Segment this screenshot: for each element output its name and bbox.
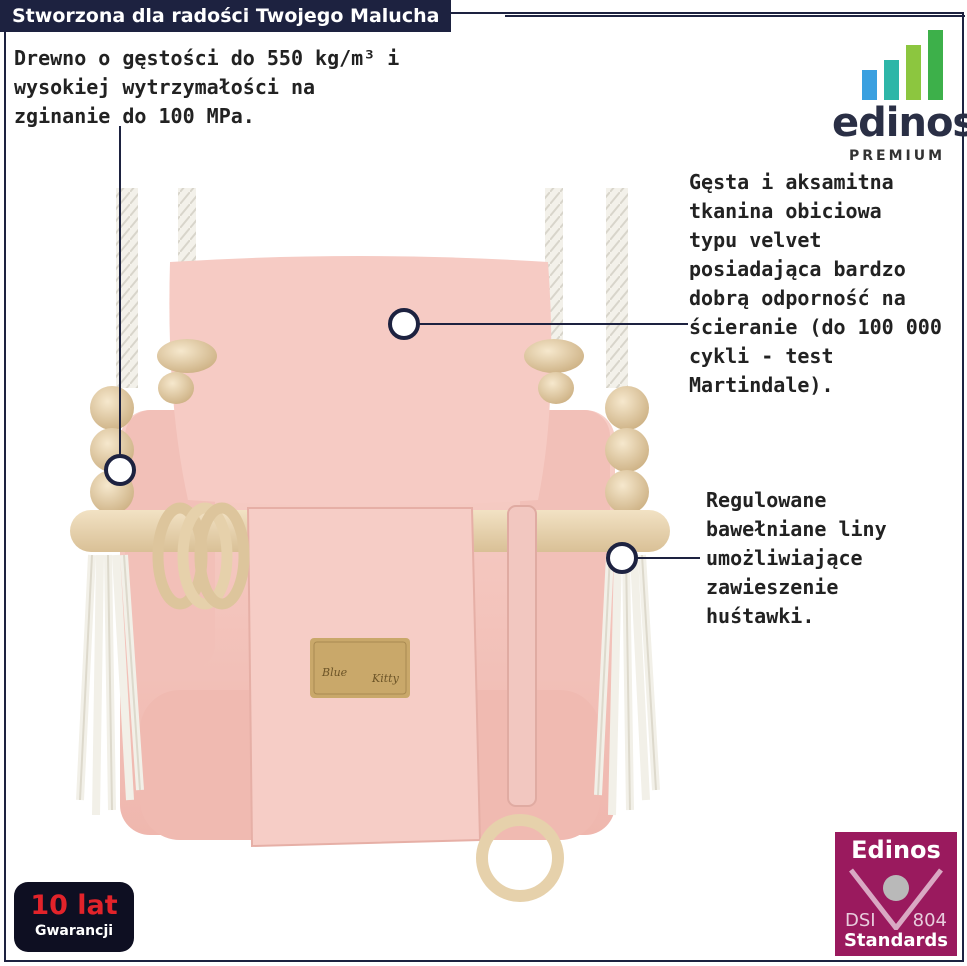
logo-bar-2 xyxy=(884,60,899,100)
brand-label-patch xyxy=(310,638,410,698)
brand-label-text-2: Kitty xyxy=(371,672,400,685)
callout-wood-text: Drewno o gęstości do 550 kg/m³ i wysokie… xyxy=(14,46,400,128)
logo-wordmark: edinos xyxy=(832,100,967,146)
rope-tassel-right xyxy=(594,554,660,816)
logo-bar-3 xyxy=(906,45,921,100)
warranty-label: Gwarancji xyxy=(34,923,114,939)
callout-marker-ropes xyxy=(606,542,638,574)
logo-bar-1 xyxy=(862,70,877,100)
banner-rule xyxy=(505,15,965,17)
wood-beads-inner xyxy=(157,339,584,404)
standards-code-right: 804 xyxy=(912,910,947,931)
rope-left-outer xyxy=(116,188,138,388)
headline-banner: Stworzona dla radości Twojego Malucha xyxy=(0,0,452,32)
callout-velvet-text: Gęsta i aksamitna tkanina obiciowa typu … xyxy=(689,170,942,397)
standards-subtitle: Standards xyxy=(843,930,949,951)
edinos-premium-logo: edinos PREMIUM xyxy=(832,30,967,170)
logo-subtitle: PREMIUM xyxy=(848,148,946,164)
standards-code-left: DSI xyxy=(845,910,876,931)
safety-strap xyxy=(476,505,564,902)
callout-ropes-text: Regulowane bawełniane liny umożliwiające… xyxy=(706,488,887,628)
warranty-years: 10 lat xyxy=(30,890,118,921)
logo-bars-icon xyxy=(862,30,962,100)
callout-marker-wood xyxy=(104,454,136,486)
standards-emblem-icon xyxy=(849,868,943,930)
logo-bar-4 xyxy=(928,30,943,100)
rope-right-outer xyxy=(606,188,628,388)
rope-tassel-left xyxy=(76,554,144,816)
warranty-badge: 10 lat Gwarancji xyxy=(14,882,134,952)
standards-title: Edinos xyxy=(851,836,941,864)
back-cushion xyxy=(169,256,552,506)
wood-beads-outer xyxy=(90,386,649,514)
wooden-teether-rings xyxy=(152,502,250,610)
edinos-standards-badge: Edinos DSI 804 Standards xyxy=(835,832,957,956)
outer-frame xyxy=(4,12,964,962)
brand-label-text-1: Blue xyxy=(321,666,348,679)
callout-marker-velvet xyxy=(388,308,420,340)
